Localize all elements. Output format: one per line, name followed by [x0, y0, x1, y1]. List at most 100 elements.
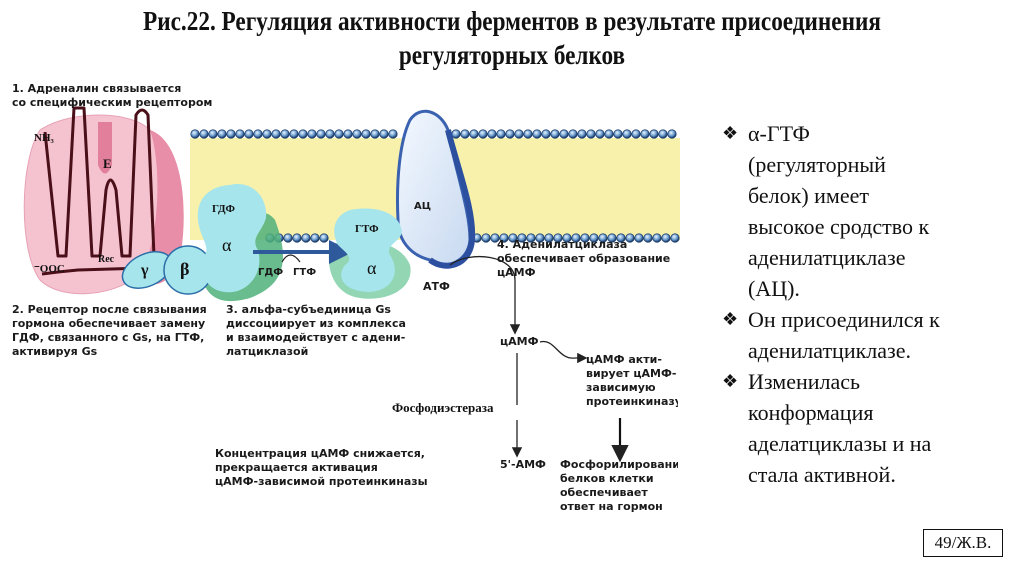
phospholipid-head: [310, 233, 320, 243]
step3-line: диссоциирует из комплекса: [226, 317, 406, 330]
phospholipid-head: [613, 129, 623, 139]
concentration-caption: Концентрация цАМФ снижается, прекращаетс…: [215, 447, 428, 489]
five-amp-label: 5'-АМФ: [500, 458, 546, 471]
phospholipid-head: [235, 129, 245, 139]
phosphorylation-caption: Фосфорилирование белков клетки обеспечив…: [560, 458, 678, 514]
pka-activation-caption: цАМФ акти- вирует цАМФ- зависимую протеи…: [586, 353, 678, 409]
phospholipid-head: [499, 233, 509, 243]
phospholipid-head: [487, 129, 497, 139]
step1-caption: 1. Адреналин связывается со специфически…: [12, 82, 212, 110]
phospholipid-head: [334, 129, 344, 139]
phospholipid-head: [526, 233, 536, 243]
bullet-line: аделатциклазы и на: [748, 431, 932, 456]
phosphorylation-line: Фосфорилирование: [560, 458, 678, 471]
phospholipid-head: [289, 129, 299, 139]
step2-line: активируя Gs: [12, 345, 98, 358]
concentration-line: цАМФ-зависимой протеинкиназы: [215, 475, 428, 488]
ac-label: АЦ: [414, 201, 432, 212]
phospholipid-head: [451, 129, 461, 139]
bullet-line: (регуляторный: [748, 152, 886, 177]
bullet-line: Он присоединился к: [748, 307, 940, 332]
bullet-item: ❖ α-ГТФ (регуляторный белок) имеет высок…: [722, 118, 1022, 304]
camp-label: цАМФ: [500, 335, 539, 348]
bullet-line: конформация: [748, 400, 874, 425]
phospholipid-head: [280, 129, 290, 139]
phospholipid-head: [217, 129, 227, 139]
phospholipid-head: [307, 129, 317, 139]
exchange-gtp-label: ГТФ: [293, 267, 317, 278]
phospholipid-head: [253, 129, 263, 139]
step4-line: цАМФ: [497, 266, 536, 279]
phospholipid-head: [622, 129, 632, 139]
alpha-gtp-shape: [334, 208, 402, 292]
phospholipid-head: [514, 129, 524, 139]
membrane-outer-heads: [190, 129, 677, 139]
bullet-item: ❖ Он присоединился к аденилатциклазе.: [722, 304, 1022, 366]
phospholipid-head: [634, 233, 644, 243]
phospholipid-head: [208, 129, 218, 139]
phospholipid-head: [490, 233, 500, 243]
epinephrine-label: E: [103, 156, 112, 171]
step4-caption: 4. Аденилатциклаза обеспечивает образова…: [497, 238, 670, 280]
phospholipid-head: [481, 233, 491, 243]
bullet-list: ❖ α-ГТФ (регуляторный белок) имеет высок…: [722, 118, 1022, 490]
step3-line: и взаимодействует с адени-: [226, 331, 406, 344]
phospholipid-head: [496, 129, 506, 139]
phospholipid-head: [640, 129, 650, 139]
phospholipid-head: [523, 129, 533, 139]
step1-line: со специфическим рецептором: [12, 96, 213, 109]
gtp-on-alpha-label: ГТФ: [355, 223, 379, 235]
bullet-line: (АЦ).: [748, 276, 800, 301]
phospholipid-head: [370, 129, 380, 139]
pka-line: зависимую: [586, 381, 656, 394]
pka-line: цАМФ акти-: [586, 353, 662, 366]
bullet-line: α-ГТФ: [748, 121, 810, 146]
diamond-bullet-icon: ❖: [722, 371, 739, 391]
bullet-line: Изменилась: [748, 369, 861, 394]
phospholipid-head: [553, 233, 563, 243]
title-line-2: регуляторных белков: [398, 40, 626, 70]
step3-caption: 3. альфа-субъединица Gs диссоциирует из …: [226, 303, 406, 359]
phospholipid-head: [508, 233, 518, 243]
phospholipid-head: [541, 129, 551, 139]
phospholipid-head: [325, 129, 335, 139]
camp-to-pka-arrow: [539, 340, 588, 364]
phospholipid-head: [271, 129, 281, 139]
alpha-label: α: [222, 235, 232, 255]
phospholipid-head: [580, 233, 590, 243]
phosphorylation-line: обеспечивает: [560, 486, 648, 499]
phospholipid-head: [478, 129, 488, 139]
phospholipid-head: [631, 129, 641, 139]
phospholipid-head: [550, 129, 560, 139]
rec-label: Rec: [98, 254, 115, 265]
phospholipid-head: [589, 233, 599, 243]
diamond-bullet-icon: ❖: [722, 309, 739, 329]
phospholipid-head: [577, 129, 587, 139]
phospholipid-head: [352, 129, 362, 139]
step4-line: обеспечивает образование: [497, 252, 671, 265]
phospholipid-head: [604, 129, 614, 139]
concentration-line: Концентрация цАМФ снижается,: [215, 447, 425, 460]
phospholipid-head: [559, 129, 569, 139]
phospholipid-head: [670, 233, 680, 243]
diamond-bullet-icon: ❖: [722, 123, 739, 143]
receptor: [23, 106, 184, 295]
phospholipid-head: [595, 129, 605, 139]
bullet-line: аденилатциклазе: [748, 245, 906, 270]
phospholipid-head: [361, 129, 371, 139]
phospholipid-head: [292, 233, 302, 243]
phospholipid-head: [532, 129, 542, 139]
gdp-on-alpha-label: ГДФ: [212, 203, 235, 215]
phospholipid-head: [658, 129, 668, 139]
step3-line: 3. альфа-субъединица Gs: [226, 303, 391, 316]
phospholipid-head: [667, 129, 677, 139]
alpha-gdp-shape: [197, 184, 267, 293]
phospholipid-head: [625, 233, 635, 243]
pka-line: протеинкиназу: [586, 395, 678, 408]
gamma-label: γ: [141, 262, 149, 279]
atp-label: АТФ: [423, 280, 450, 293]
bullet-line: аденилатциклазе.: [748, 338, 911, 363]
phospholipid-head: [535, 233, 545, 243]
bullet-item: ❖ Изменилась конформация аделатциклазы и…: [722, 366, 1022, 490]
phospholipid-head: [544, 233, 554, 243]
